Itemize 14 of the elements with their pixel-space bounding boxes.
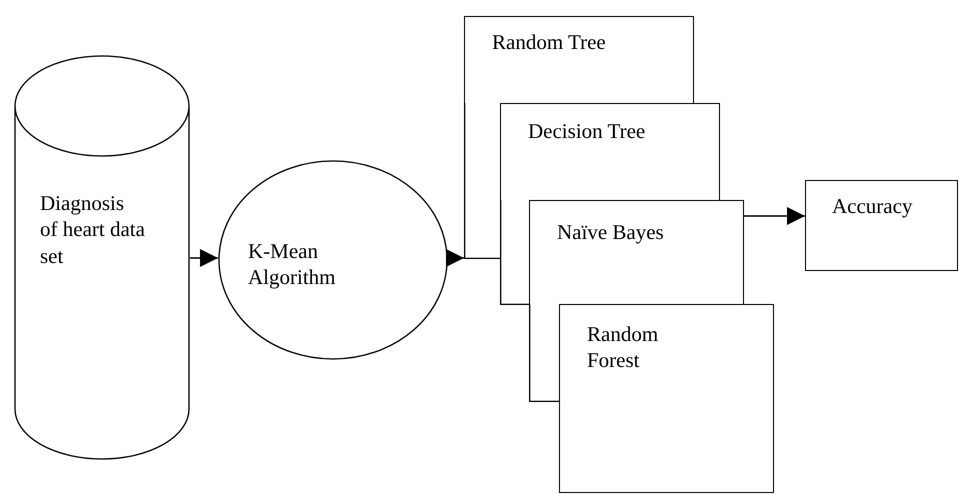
node-label: Accuracy [832, 193, 914, 220]
node-label: Diagnosis of heart data set [40, 190, 145, 269]
node-label: Decision Tree [528, 118, 646, 144]
node-label: Random Forest [587, 321, 660, 374]
result-box [805, 180, 958, 271]
node-label: K-Mean Algorithm [248, 238, 336, 290]
node-label: Naïve Bayes [557, 219, 665, 246]
arrow [446, 249, 464, 267]
arrow [190, 249, 218, 267]
database-cylinder [14, 55, 190, 460]
node-label: Random Tree [492, 29, 607, 56]
process-ellipse [218, 160, 448, 360]
arrow [744, 207, 805, 225]
classifier-box [559, 304, 774, 493]
